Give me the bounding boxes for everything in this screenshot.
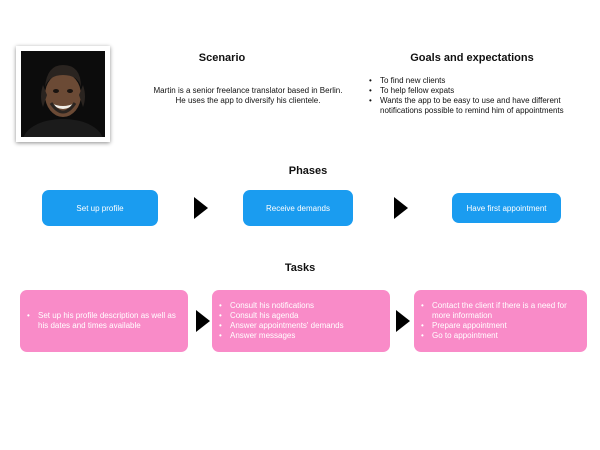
right-arrow-icon <box>396 310 410 332</box>
phase-first-appointment: Have first appointment <box>452 193 561 223</box>
tasks-title: Tasks <box>284 262 316 274</box>
task-item: Answer messages <box>216 331 384 341</box>
persona-portrait-image <box>21 51 105 137</box>
task-item: Answer appointments' demands <box>216 321 384 331</box>
task-item: Prepare appointment <box>418 321 581 331</box>
phases-title: Phases <box>288 165 328 177</box>
goal-item: To help fellow expats <box>366 86 588 96</box>
right-arrow-icon <box>196 310 210 332</box>
goals-list: To find new clients To help fellow expat… <box>366 76 588 116</box>
right-arrow-icon <box>194 197 208 219</box>
scenario-text: Martin is a senior freelance translator … <box>118 86 378 106</box>
task-card-setup: Set up his profile description as well a… <box>20 290 188 352</box>
right-arrow-icon <box>394 197 408 219</box>
scenario-text-line-2: He uses the app to diversify his cliente… <box>175 96 321 105</box>
task-list: Contact the client if there is a need fo… <box>418 301 581 341</box>
phase-set-up-profile: Set up profile <box>42 190 158 226</box>
phase-receive-demands: Receive demands <box>243 190 353 226</box>
goals-title: Goals and expectations <box>410 52 534 64</box>
task-card-appointment: Contact the client if there is a need fo… <box>414 290 587 352</box>
task-item: Consult his notifications <box>216 301 384 311</box>
task-list: Consult his notifications Consult his ag… <box>216 301 384 341</box>
persona-photo <box>16 46 110 142</box>
task-item: Set up his profile description as well a… <box>24 311 182 331</box>
task-item: Contact the client if there is a need fo… <box>418 301 581 321</box>
scenario-title: Scenario <box>198 52 246 64</box>
scenario-text-line-1: Martin is a senior freelance translator … <box>153 86 343 95</box>
goal-item: Wants the app to be easy to use and have… <box>366 96 588 116</box>
task-list: Set up his profile description as well a… <box>24 311 182 331</box>
goal-item: To find new clients <box>366 76 588 86</box>
task-item: Consult his agenda <box>216 311 384 321</box>
task-item: Go to appointment <box>418 331 581 341</box>
task-card-demands: Consult his notifications Consult his ag… <box>212 290 390 352</box>
